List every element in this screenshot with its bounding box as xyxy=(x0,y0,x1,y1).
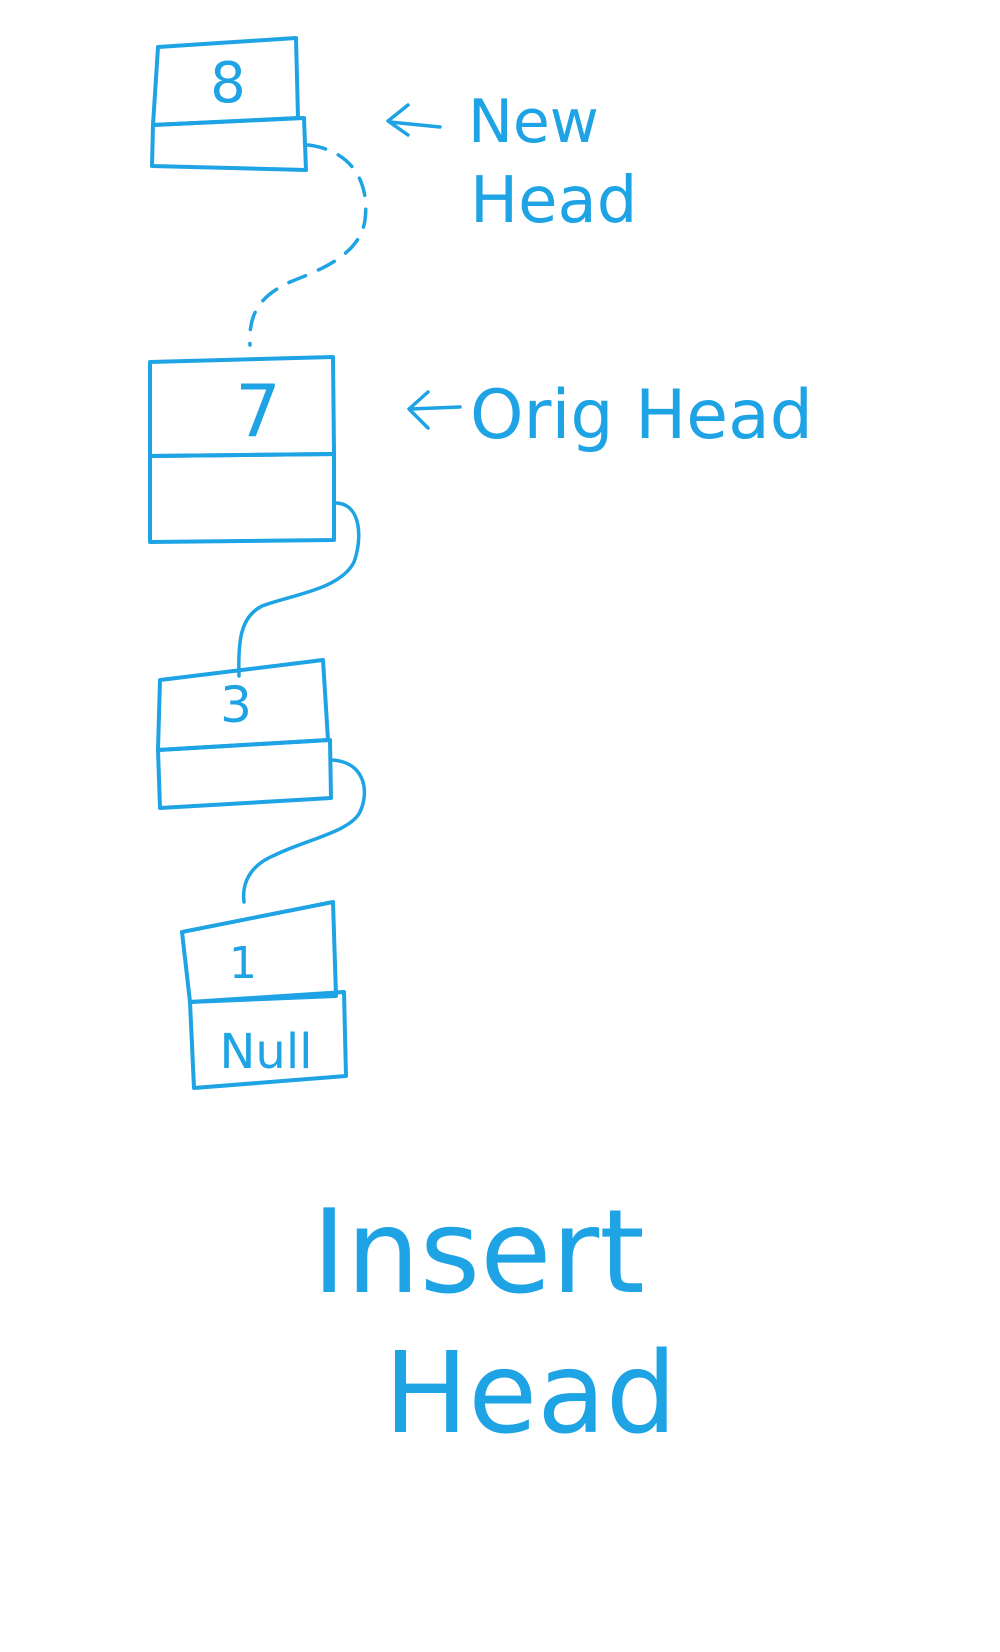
new-head-arrow-icon xyxy=(386,103,442,137)
node-8-next-cell xyxy=(150,116,308,172)
orig-head-label: Orig Head xyxy=(407,376,813,455)
node-1-next-cell xyxy=(188,990,348,1090)
node-1-value: 1 xyxy=(229,938,257,989)
node-3: 3 xyxy=(156,658,333,810)
orig-head-arrow-icon xyxy=(407,390,462,430)
new-head-label: New Head xyxy=(386,87,637,238)
new-head-label-line2: Head xyxy=(470,164,637,238)
node-1-value-cell xyxy=(180,900,338,1004)
diagram-caption: Insert Head xyxy=(312,1185,677,1459)
caption-line1: Insert xyxy=(312,1185,645,1320)
node-3-next-cell xyxy=(156,738,333,810)
pointer-7-to-3 xyxy=(237,501,361,678)
new-head-label-line1: New xyxy=(468,87,599,157)
node-3-value: 3 xyxy=(220,676,252,734)
node-1-next-value: Null xyxy=(220,1024,313,1080)
node-7-value: 7 xyxy=(235,369,281,453)
pointer-3-to-1 xyxy=(241,758,367,904)
node-8-value: 8 xyxy=(210,51,246,116)
node-7: 7 xyxy=(148,355,336,544)
caption-line2: Head xyxy=(384,1329,677,1459)
node-8: 8 xyxy=(150,36,308,172)
pointer-8-to-7 xyxy=(248,143,368,347)
node-1: 1 Null xyxy=(180,900,348,1090)
orig-head-label-text: Orig Head xyxy=(470,376,813,455)
node-7-next-cell xyxy=(148,452,336,544)
